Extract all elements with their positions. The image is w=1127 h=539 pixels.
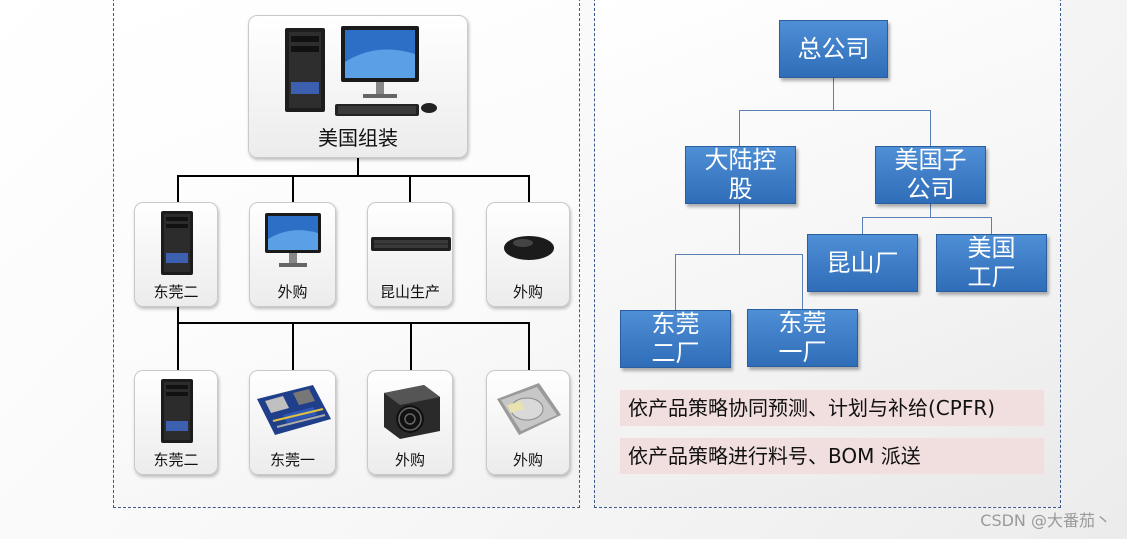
org-node-mainland-holding: 大陆控股 bbox=[685, 146, 796, 204]
connector bbox=[177, 175, 530, 177]
watermark: CSDN @大番茄丶 bbox=[980, 511, 1111, 530]
hard-drive-icon bbox=[497, 383, 561, 435]
connector bbox=[930, 203, 931, 217]
card-label: 美国组装 bbox=[318, 126, 398, 150]
org-node-label: 美国工厂 bbox=[967, 234, 1016, 291]
org-node-dongguan-1: 东莞一厂 bbox=[747, 309, 858, 367]
card-dongguan2-tower-2: 东莞二 bbox=[134, 370, 218, 475]
card-monitor: 外购 bbox=[249, 202, 336, 307]
card-hard-drive: 外购 bbox=[486, 370, 570, 475]
card-label: 东莞二 bbox=[153, 451, 199, 469]
connector bbox=[739, 110, 930, 111]
card-label: 外购 bbox=[512, 283, 543, 301]
card-motherboard: 东莞一 bbox=[249, 370, 336, 475]
org-node-kunshan-plant: 昆山厂 bbox=[807, 234, 918, 292]
org-node-hq: 总公司 bbox=[779, 20, 888, 78]
card-dongguan2-tower: 东莞二 bbox=[134, 202, 218, 307]
connector bbox=[802, 254, 803, 309]
card-label: 东莞一 bbox=[269, 451, 315, 469]
org-node-label: 东莞一厂 bbox=[778, 309, 827, 366]
connector bbox=[357, 157, 359, 177]
connector bbox=[177, 306, 179, 371]
org-node-label: 总公司 bbox=[797, 34, 870, 63]
card-label: 外购 bbox=[512, 451, 543, 469]
connector bbox=[292, 175, 294, 203]
connector bbox=[675, 254, 803, 255]
desktop-computer-icon bbox=[285, 26, 437, 116]
connector bbox=[833, 78, 834, 110]
note-bom-dispatch: 依产品策略进行料号、BOM 派送 bbox=[620, 438, 1044, 474]
card-label: 外购 bbox=[277, 283, 308, 301]
org-node-label: 昆山厂 bbox=[826, 248, 899, 277]
connector bbox=[292, 322, 294, 371]
connector bbox=[409, 175, 411, 203]
org-node-label: 大陆控股 bbox=[704, 146, 777, 203]
connector bbox=[991, 217, 992, 234]
connector bbox=[177, 322, 530, 324]
card-mouse: 外购 bbox=[486, 202, 570, 307]
connector bbox=[675, 254, 676, 310]
connector bbox=[930, 110, 931, 146]
org-node-us-factory: 美国工厂 bbox=[936, 234, 1047, 292]
connector bbox=[528, 175, 530, 203]
pc-tower-icon bbox=[161, 211, 193, 275]
connector bbox=[177, 175, 179, 203]
connector bbox=[862, 217, 992, 218]
note-cpfr: 依产品策略协同预测、计划与补给(CPFR) bbox=[620, 390, 1044, 426]
org-node-us-subsidiary: 美国子公司 bbox=[875, 146, 986, 204]
org-node-label: 美国子公司 bbox=[894, 146, 967, 203]
monitor-icon bbox=[265, 213, 321, 267]
connector bbox=[528, 322, 530, 371]
card-label: 昆山生产 bbox=[379, 283, 440, 301]
pc-tower-icon bbox=[161, 379, 193, 443]
card-label: 东莞二 bbox=[153, 283, 199, 301]
power-supply-icon bbox=[384, 385, 440, 439]
connector bbox=[862, 217, 863, 234]
connector bbox=[410, 322, 412, 371]
card-label: 外购 bbox=[394, 451, 425, 469]
connector bbox=[739, 110, 740, 146]
org-node-label: 东莞二厂 bbox=[651, 310, 700, 367]
top-card-us-assembly: 美国组装 bbox=[248, 15, 468, 158]
motherboard-icon bbox=[257, 385, 331, 435]
keyboard-icon bbox=[371, 237, 451, 251]
org-node-dongguan-2: 东莞二厂 bbox=[620, 310, 731, 368]
card-power-supply: 外购 bbox=[367, 370, 453, 475]
connector bbox=[739, 203, 740, 254]
mouse-icon bbox=[504, 236, 554, 260]
card-keyboard: 昆山生产 bbox=[367, 202, 453, 307]
